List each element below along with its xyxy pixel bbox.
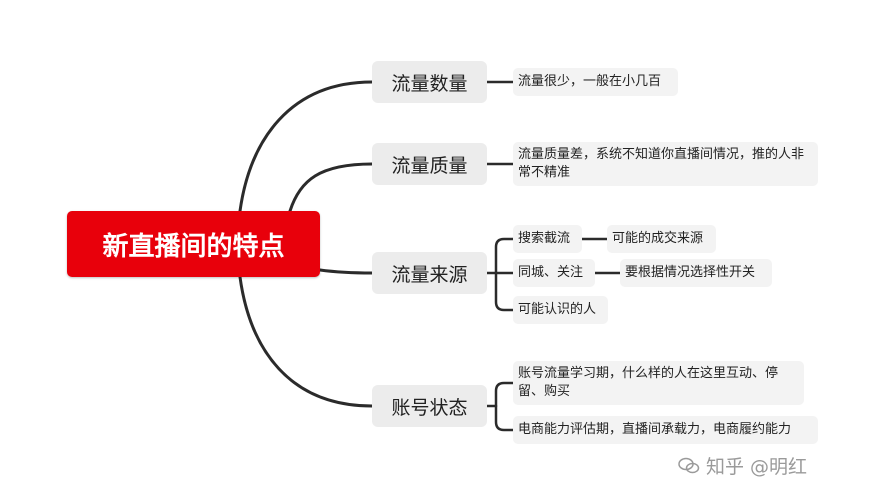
connector-root-status — [238, 275, 374, 408]
leaf-search-interception[interactable]: 搜索截流 — [513, 225, 582, 253]
connector-root-quality — [288, 162, 374, 213]
leaf-traffic-quality[interactable]: 流量质量差，系统不知道你直播间情况，推的人非常不精准 — [513, 142, 818, 186]
central-topic[interactable]: 新直播间的特点 — [67, 211, 320, 277]
wechat-icon — [678, 457, 700, 473]
branch-account-status[interactable]: 账号状态 — [372, 385, 487, 427]
connector-source-bracket — [494, 237, 515, 312]
branch-traffic-source[interactable]: 流量来源 — [372, 252, 487, 294]
leaf-possible-acquaintances[interactable]: 可能认识的人 — [513, 296, 608, 324]
connector-root-source — [318, 268, 374, 275]
leaf-search-detail[interactable]: 可能的成交来源 — [607, 225, 716, 253]
connector-status-bracket — [494, 381, 515, 432]
leaf-local-follow-detail[interactable]: 要根据情况选择性开关 — [620, 259, 772, 287]
leaf-account-learning-period[interactable]: 账号流量学习期，什么样的人在这里互动、停留、购买 — [513, 361, 804, 405]
branch-traffic-quantity[interactable]: 流量数量 — [372, 61, 487, 103]
branch-traffic-quality[interactable]: 流量质量 — [372, 143, 487, 185]
connector-root-quantity — [238, 80, 374, 213]
leaf-traffic-quantity[interactable]: 流量很少，一般在小几百 — [513, 68, 678, 96]
watermark: 知乎 @明红 — [678, 452, 807, 479]
leaf-local-follow[interactable]: 同城、关注 — [513, 259, 595, 287]
leaf-ecommerce-evaluation[interactable]: 电商能力评估期，直播间承载力，电商履约能力 — [513, 416, 818, 444]
watermark-text: 知乎 @明红 — [706, 456, 808, 478]
